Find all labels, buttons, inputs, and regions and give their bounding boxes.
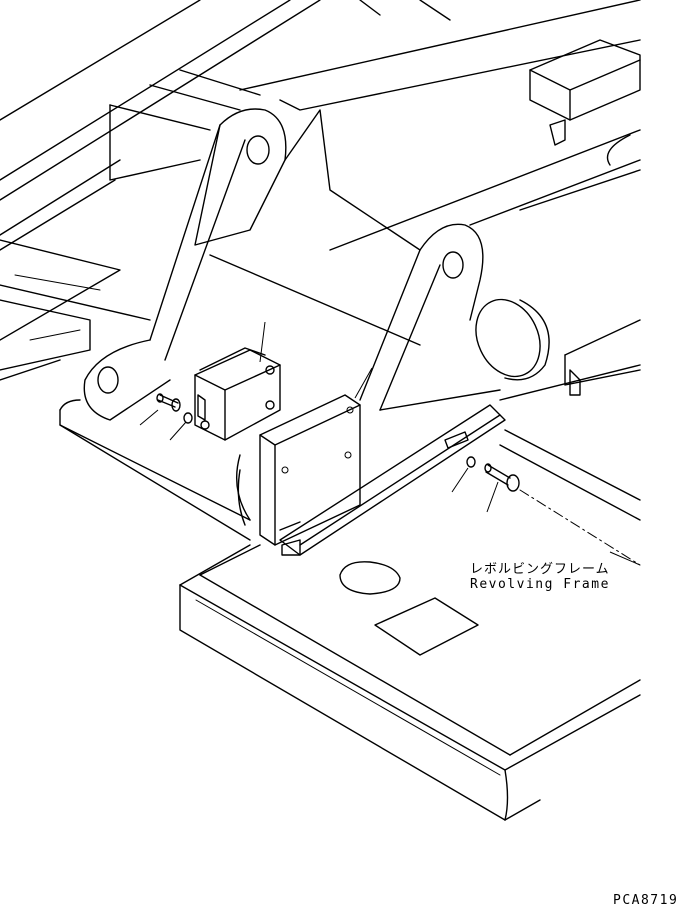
cover-plate bbox=[259, 394, 361, 546]
box-unit bbox=[194, 347, 281, 441]
bolt-left bbox=[156, 393, 181, 412]
left-upright-plate bbox=[83, 108, 421, 421]
drawing-code: PCA8719 bbox=[613, 893, 679, 908]
base-rail bbox=[59, 399, 251, 541]
round-boss bbox=[475, 298, 550, 381]
frame-label-leader bbox=[609, 551, 641, 566]
right-upright-plate bbox=[359, 223, 501, 411]
right-frame-rails bbox=[499, 319, 641, 566]
upper-right-bracket bbox=[529, 39, 641, 166]
washer-left bbox=[183, 412, 193, 424]
frame-deck-lines bbox=[0, 0, 321, 381]
washer-right bbox=[466, 456, 476, 468]
revolving-frame-label-en: Revolving Frame bbox=[470, 577, 610, 592]
bolt-right bbox=[484, 463, 520, 492]
flat-bar bbox=[279, 404, 506, 556]
leader-lines bbox=[139, 321, 499, 513]
floor-plate bbox=[179, 544, 641, 821]
upper-boom-arm bbox=[239, 0, 641, 251]
revolving-frame-label-jp: レボルビングフレーム bbox=[470, 562, 610, 577]
